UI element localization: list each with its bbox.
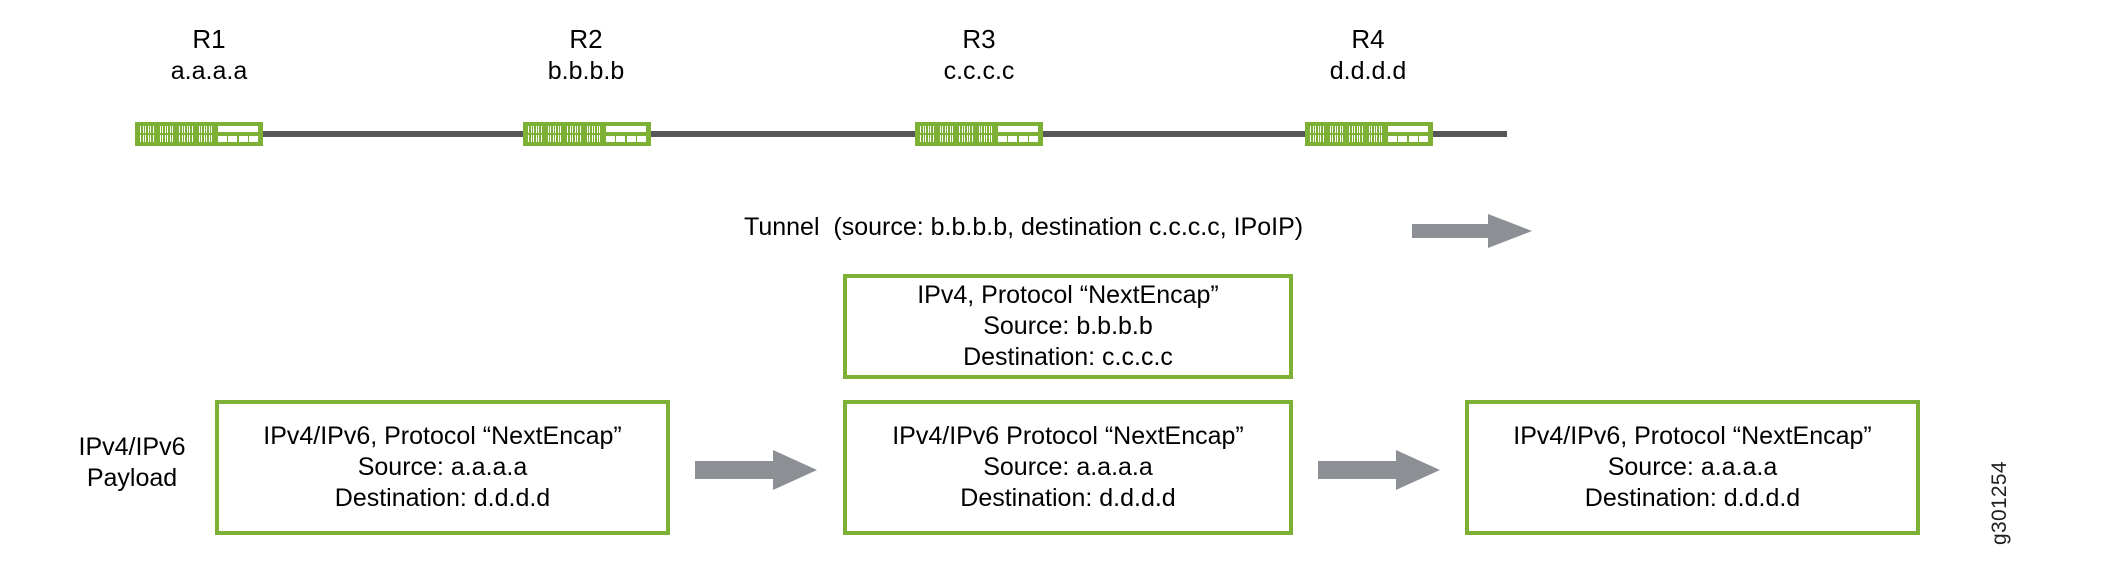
packet-protocol-line: IPv4, Protocol “NextEncap”: [917, 281, 1219, 309]
router-port-group: [1349, 126, 1363, 142]
packet-destination-line: Destination: d.d.d.d: [960, 484, 1176, 512]
router-status-leds: [218, 136, 258, 142]
router-label-address: b.b.b.b: [547, 57, 625, 85]
router-port-group: [586, 126, 600, 142]
payload-caption-line1: IPv4/IPv6: [78, 433, 186, 461]
router-port-group: [179, 126, 193, 142]
router-node-r3: R3 c.c.c.c: [864, 24, 1094, 86]
router-port-group: [920, 126, 934, 142]
router-uplink-bar: [1388, 126, 1428, 132]
packet-destination-line: Destination: d.d.d.d: [1584, 484, 1801, 512]
router-uplink-bar: [606, 126, 646, 132]
router-icon-r4[interactable]: [1305, 122, 1433, 146]
payload-caption-line2: Payload: [86, 464, 178, 492]
router-port-group: [140, 126, 154, 142]
router-port-group: [1368, 126, 1382, 142]
router-label-address: a.a.a.a: [170, 57, 248, 85]
outer-header-packet-box: IPv4, Protocol “NextEncap” Source: b.b.b…: [843, 274, 1293, 379]
router-status-leds: [998, 136, 1038, 142]
packet-source-line: Source: a.a.a.a: [357, 453, 528, 481]
router-port-group: [198, 126, 212, 142]
packet-protocol-line: IPv4/IPv6 Protocol “NextEncap”: [892, 422, 1244, 450]
backbone-link-r2-r3: [640, 131, 930, 137]
router-port-group: [978, 126, 992, 142]
packet-box-r1: IPv4/IPv6, Protocol “NextEncap” Source: …: [215, 400, 670, 535]
packet-destination-line: Destination: d.d.d.d: [334, 484, 551, 512]
router-uplink-module: [218, 126, 258, 142]
router-uplink-bar: [218, 126, 258, 132]
packet-source-line: Source: a.a.a.a: [1607, 453, 1778, 481]
router-port-group: [959, 126, 973, 142]
router-port-group: [1329, 126, 1343, 142]
router-uplink-module: [606, 126, 646, 142]
router-port-group: [567, 126, 581, 142]
packet-protocol-line: IPv4/IPv6, Protocol “NextEncap”: [1513, 422, 1872, 450]
router-label-name: R2: [569, 24, 603, 54]
router-port-group: [528, 126, 542, 142]
tunnel-label: Tunnel (source: b.b.b.b, destination c.c…: [744, 213, 1304, 241]
router-uplink-bar: [998, 126, 1038, 132]
flow-arrow-1-icon: [695, 450, 817, 490]
packet-destination-line: Destination: c.c.c.c: [963, 343, 1173, 371]
router-status-leds: [606, 136, 646, 142]
router-icon-r1[interactable]: [135, 122, 263, 146]
router-label-address: c.c.c.c: [943, 57, 1015, 85]
router-port-group: [547, 126, 561, 142]
router-node-r2: R2 b.b.b.b: [471, 24, 701, 86]
router-label-name: R1: [192, 24, 226, 54]
packet-box-r2: IPv4/IPv6 Protocol “NextEncap” Source: a…: [843, 400, 1293, 535]
router-node-r4: R4 d.d.d.d: [1253, 24, 1483, 86]
backbone-link-r4-tail: [1417, 131, 1507, 137]
packet-source-line: Source: a.a.a.a: [983, 453, 1153, 481]
tunnel-direction-arrow-icon: [1412, 214, 1532, 248]
router-node-r1: R1 a.a.a.a: [94, 24, 324, 86]
router-label-name: R4: [1351, 24, 1385, 54]
router-label-name: R3: [962, 24, 996, 54]
router-uplink-module: [998, 126, 1038, 142]
backbone-link-r3-r4: [1032, 131, 1317, 137]
router-port-group: [1310, 126, 1324, 142]
router-port-group: [939, 126, 953, 142]
router-status-leds: [1388, 136, 1428, 142]
packet-box-r4: IPv4/IPv6, Protocol “NextEncap” Source: …: [1465, 400, 1920, 535]
backbone-link-r1-r2: [255, 131, 545, 137]
figure-id-watermark: g301254: [1988, 461, 2011, 545]
packet-source-line: Source: b.b.b.b: [983, 312, 1153, 340]
router-port-group: [159, 126, 173, 142]
payload-caption: IPv4/IPv6 Payload: [62, 432, 202, 494]
router-icon-r2[interactable]: [523, 122, 651, 146]
packet-protocol-line: IPv4/IPv6, Protocol “NextEncap”: [263, 422, 622, 450]
router-label-address: d.d.d.d: [1329, 57, 1407, 85]
router-uplink-module: [1388, 126, 1428, 142]
flow-arrow-2-icon: [1318, 450, 1440, 490]
router-icon-r3[interactable]: [915, 122, 1043, 146]
